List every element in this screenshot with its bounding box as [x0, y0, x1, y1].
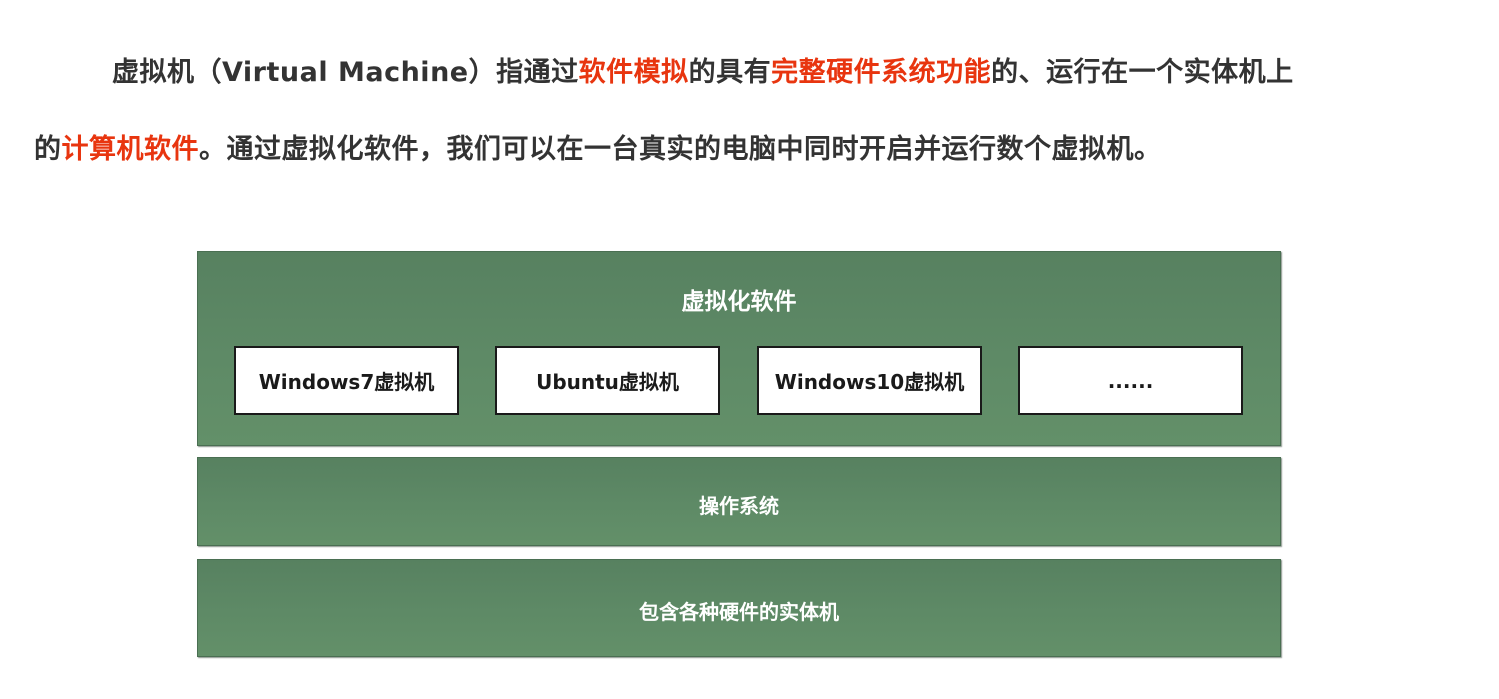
highlight-complete-hardware: 完整硬件系统功能 [771, 57, 992, 88]
operating-system-layer: 操作系统 [197, 457, 1281, 546]
highlight-software-simulation: 软件模拟 [578, 57, 689, 88]
text-segment: 的具有 [688, 57, 772, 88]
text-segment: 虚拟机（Virtual Machine）指通过 [112, 57, 579, 88]
vm-box-more: ...... [1018, 346, 1243, 415]
vm-box-windows10: Windows10虚拟机 [757, 346, 982, 415]
vm-box-windows7: Windows7虚拟机 [234, 346, 459, 415]
highlight-computer-software: 计算机软件 [61, 134, 199, 165]
layer-label: 操作系统 [699, 494, 779, 518]
definition-line-2: 的计算机软件。通过虚拟化软件，我们可以在一台真实的电脑中同时开启并运行数个虚拟机… [34, 127, 1499, 166]
text-segment: 。通过虚拟化软件，我们可以在一台真实的电脑中同时开启并运行数个虚拟机。 [199, 134, 1162, 165]
virtualization-software-layer: 虚拟化软件 Windows7虚拟机 Ubuntu虚拟机 Windows10虚拟机… [197, 251, 1281, 446]
text-segment: 的 [34, 134, 62, 165]
text-segment: 的、运行在一个实体机上 [991, 57, 1294, 88]
vm-box-ubuntu: Ubuntu虚拟机 [495, 346, 720, 415]
hardware-machine-layer: 包含各种硬件的实体机 [197, 559, 1281, 657]
definition-line-1: 虚拟机（Virtual Machine）指通过软件模拟的具有完整硬件系统功能的、… [112, 50, 1499, 89]
layer-label: 虚拟化软件 [681, 289, 797, 315]
layer-label: 包含各种硬件的实体机 [639, 600, 839, 624]
